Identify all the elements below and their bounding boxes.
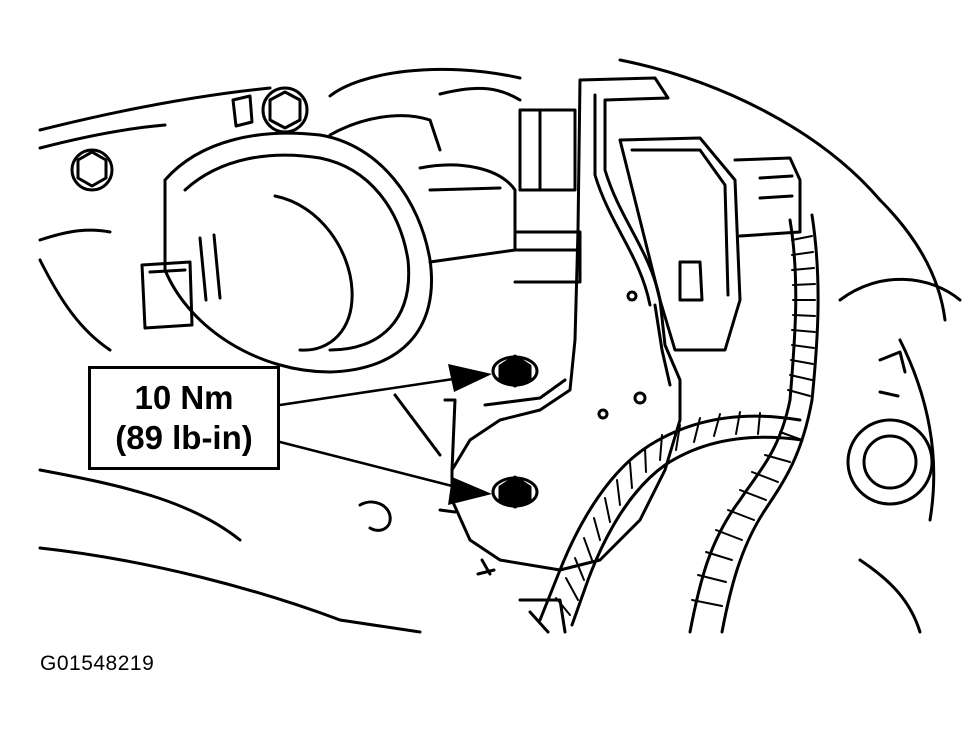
engine-background-contours — [38, 58, 947, 634]
sensor-module — [618, 136, 802, 352]
torque-imperial-label: (89 lb-in) — [115, 419, 253, 456]
leader-lines — [278, 376, 462, 490]
sensor-pipe — [513, 108, 582, 284]
leader-arrowheads — [448, 364, 492, 505]
wiring-harness — [518, 213, 820, 634]
mounting-bracket — [450, 76, 682, 572]
upper-bolts — [70, 86, 309, 192]
torque-metric-label: 10 Nm — [134, 379, 234, 416]
figure-id-label: G01548219 — [40, 652, 155, 675]
bracket-bolts — [491, 354, 539, 509]
right-cover — [838, 277, 962, 506]
torque-callout-box: 10 Nm (89 lb-in) — [88, 366, 280, 470]
throttle-body — [140, 114, 517, 374]
hose-clip — [358, 393, 496, 576]
